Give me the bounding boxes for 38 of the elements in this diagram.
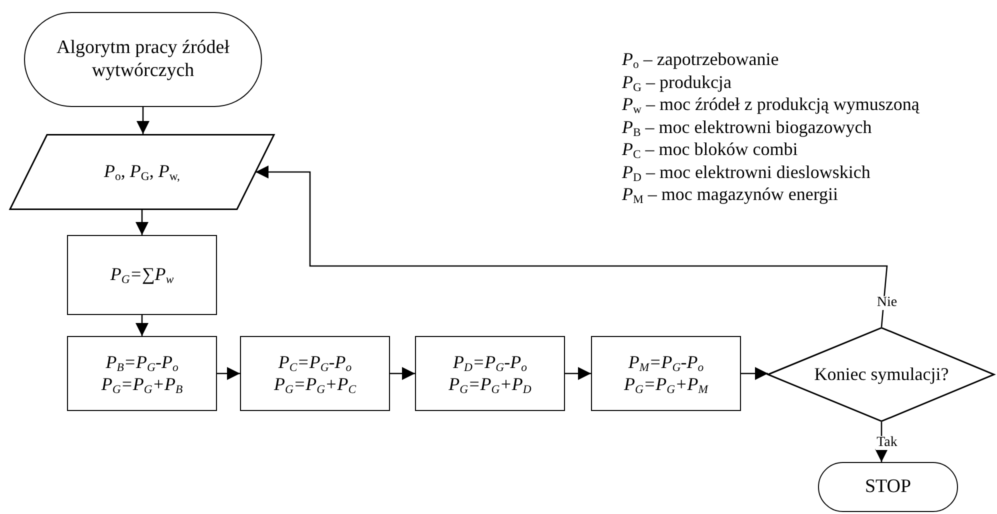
symbol-definition: P$_{G}$ – produkcja: [622, 70, 732, 93]
formula-text: P$_{G}$=P$_{G}$+P$_{D}$: [448, 374, 532, 396]
edge-label: Nie: [876, 296, 898, 310]
formula-text: P$_{G}$=P$_{G}$+P$_{C}$: [272, 374, 358, 396]
arrow: [565, 367, 591, 380]
arrow: [136, 315, 148, 336]
arrow: [741, 367, 768, 380]
formula-text: P$_{G}$=P$_{G}$+P$_{M}$: [623, 374, 710, 396]
formula-text: P$_{M}$=P$_{G}$-P$_{o}$: [627, 352, 705, 374]
arrow: [136, 107, 150, 134]
arrow: [390, 367, 415, 380]
stop-terminal: [818, 462, 958, 512]
symbol-definition: P$_{M}$ – moc magazynów energii: [622, 183, 840, 206]
arrow: [136, 210, 148, 235]
formula-text: P$_{C}$=P$_{G}$-P$_{o}$: [277, 352, 353, 374]
process-box: [415, 336, 565, 411]
arrow: [256, 166, 888, 328]
node-text: P$_{o}$, P$_{G}$, P$_{w,}$: [103, 161, 181, 183]
process-box: [240, 336, 390, 411]
edge-label: Tak: [876, 436, 898, 450]
formula-text: P$_{B}$=P$_{G}$-P$_{o}$: [104, 352, 180, 374]
process-box: [67, 336, 217, 411]
formula-text: P$_{G}$=∑P$_{w}$: [109, 264, 175, 286]
formula-text: P$_{G}$=P$_{G}$+P$_{B}$: [100, 374, 184, 396]
process-box: [591, 336, 741, 411]
symbol-definition: P$_{B}$ – moc elektrowni biogazowych: [622, 116, 873, 138]
formula-text: P$_{D}$=P$_{G}$-P$_{o}$: [452, 352, 528, 374]
node-text: Algorytm pracy źródeł wytwórczych: [55, 36, 231, 82]
process-box: [67, 235, 217, 315]
decision-diamond: [768, 327, 995, 422]
symbol-definition: P$_{o}$ – zapotrzebowanie: [622, 48, 780, 70]
symbol-definition: P$_{w}$ – moc źródeł z produkcją wymuszoną: [622, 93, 920, 116]
arrow: [217, 367, 240, 380]
input-parallelogram: [10, 134, 274, 210]
node-text: Koniec symulacji?: [813, 364, 950, 386]
symbol-definition: P$_{C}$ – moc bloków combi: [622, 138, 799, 160]
symbol-definition: P$_{D}$ – moc elektrowni dieslowskich: [622, 160, 872, 183]
node-text: STOP: [864, 476, 912, 498]
